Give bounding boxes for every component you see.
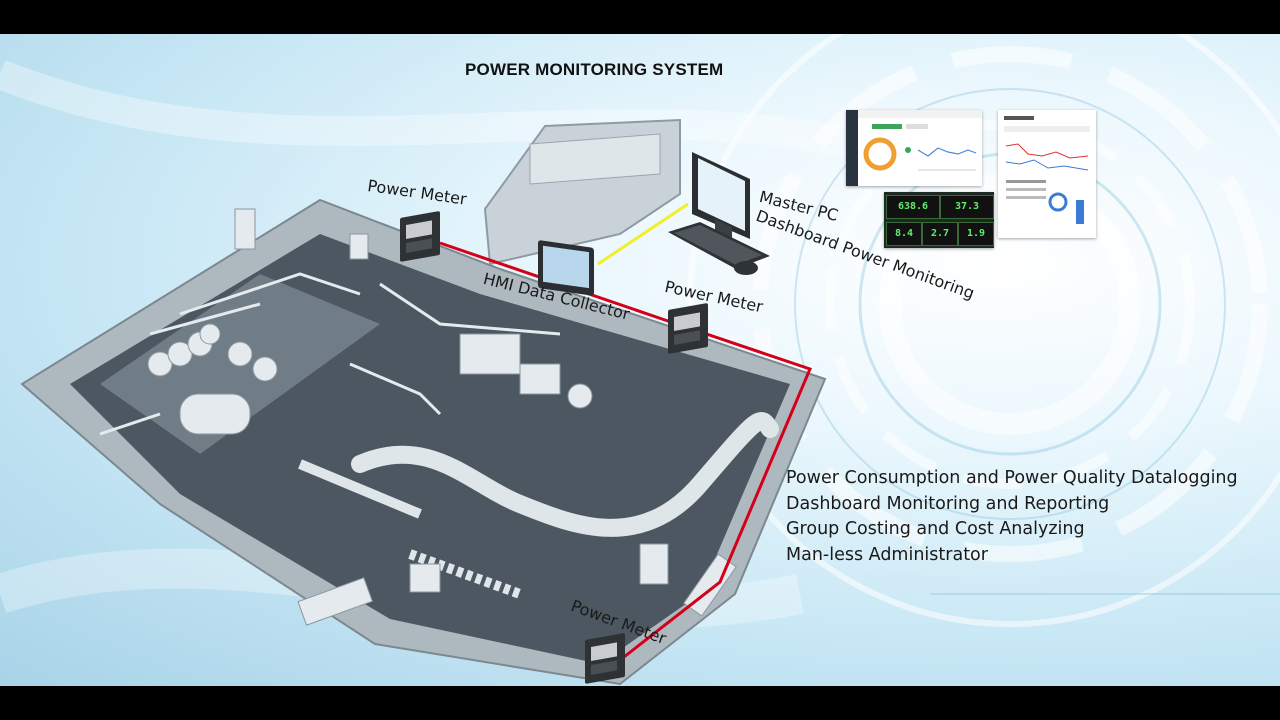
conveyor-line bbox=[351, 412, 779, 537]
dashboard-screenshot-readings: 638.6 37.3 8.4 2.7 1.9 bbox=[884, 192, 994, 248]
power-meter-icon bbox=[668, 303, 708, 354]
reading-3: 8.4 bbox=[886, 222, 922, 246]
reading-2: 37.3 bbox=[940, 195, 994, 219]
hmi-panel-icon bbox=[538, 240, 594, 296]
slide-title: POWER MONITORING SYSTEM bbox=[465, 60, 724, 79]
feature-list: Power Consumption and Power Quality Data… bbox=[786, 466, 1238, 568]
slide: 638.6 37.3 8.4 2.7 1.9 POWER MONITORING … bbox=[0, 34, 1280, 686]
keyboard-icon bbox=[668, 222, 770, 269]
power-meter-icon bbox=[400, 211, 440, 262]
feature-item: Power Consumption and Power Quality Data… bbox=[786, 468, 1238, 488]
reading-1: 638.6 bbox=[886, 195, 940, 219]
desktop-pc-icon bbox=[692, 152, 750, 244]
network-link bbox=[597, 202, 689, 266]
reading-4: 2.7 bbox=[922, 222, 958, 246]
feature-item: Dashboard Monitoring and Reporting bbox=[786, 493, 1110, 514]
reading-5: 1.9 bbox=[958, 222, 994, 246]
power-meter-icon bbox=[585, 633, 625, 684]
mouse-icon bbox=[734, 261, 758, 275]
dashboard-screenshot-gauge bbox=[846, 110, 982, 186]
feature-item: Group Costing and Cost Analyzing bbox=[786, 519, 1085, 539]
dashboard-screenshot-report bbox=[998, 110, 1096, 238]
factory-floor-plan bbox=[20, 118, 827, 686]
feature-item: Man-less Administrator bbox=[786, 544, 988, 565]
equipment-layer bbox=[400, 152, 770, 684]
